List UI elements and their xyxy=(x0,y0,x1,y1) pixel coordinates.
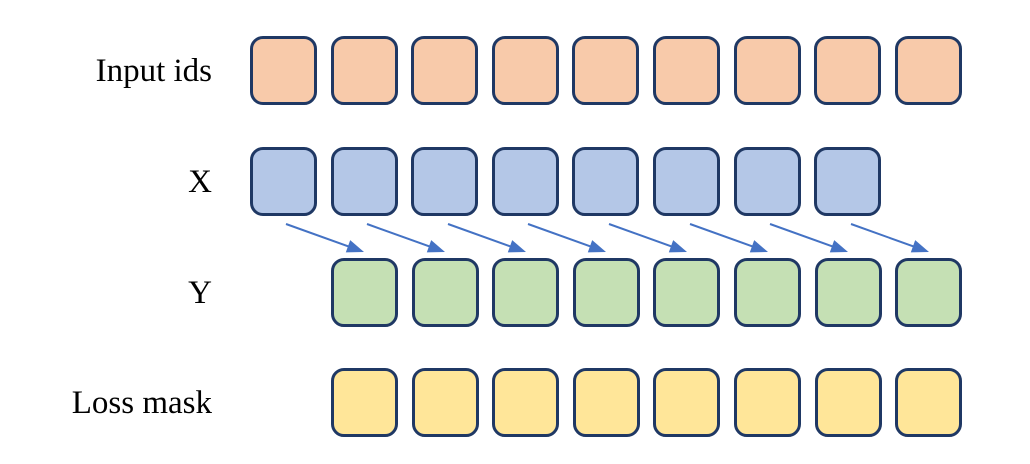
shift-arrow-4 xyxy=(608,223,687,253)
cell-x-2 xyxy=(411,147,478,216)
cell-input-ids-7 xyxy=(814,36,881,105)
arrow-shaft xyxy=(366,223,432,248)
cell-input-ids-6 xyxy=(734,36,801,105)
cell-y-1 xyxy=(412,258,479,327)
arrow-head xyxy=(507,240,526,253)
cell-loss-mask-4 xyxy=(653,368,720,437)
cell-x-6 xyxy=(734,147,801,216)
cell-input-ids-2 xyxy=(411,36,478,105)
cell-x-0 xyxy=(250,147,317,216)
row-label-loss-mask: Loss mask xyxy=(71,385,212,421)
row-label-x: X xyxy=(188,164,212,200)
cell-input-ids-4 xyxy=(572,36,639,105)
cell-x-5 xyxy=(653,147,720,216)
arrow-head xyxy=(668,240,687,253)
shift-arrow-2 xyxy=(447,223,526,253)
arrow-shaft xyxy=(527,223,593,248)
shift-arrow-7 xyxy=(850,223,929,253)
cell-x-7 xyxy=(814,147,881,216)
arrow-shaft xyxy=(689,223,755,248)
cell-y-5 xyxy=(734,258,801,327)
arrow-head xyxy=(426,240,445,253)
row-label-y: Y xyxy=(188,275,212,311)
cell-loss-mask-0 xyxy=(331,368,398,437)
arrow-head xyxy=(829,240,848,253)
cell-input-ids-3 xyxy=(492,36,559,105)
cell-loss-mask-1 xyxy=(412,368,479,437)
cell-y-3 xyxy=(573,258,640,327)
shift-arrow-0 xyxy=(285,223,364,253)
cell-input-ids-5 xyxy=(653,36,720,105)
cell-input-ids-0 xyxy=(250,36,317,105)
arrow-shaft xyxy=(850,223,916,248)
cell-y-0 xyxy=(331,258,398,327)
shift-arrow-5 xyxy=(689,223,768,253)
arrow-head xyxy=(587,240,606,253)
shift-arrow-3 xyxy=(527,223,606,253)
cell-loss-mask-2 xyxy=(492,368,559,437)
cell-input-ids-1 xyxy=(331,36,398,105)
arrow-head xyxy=(345,240,364,253)
arrow-shaft xyxy=(769,223,835,248)
cell-loss-mask-7 xyxy=(895,368,962,437)
cell-input-ids-8 xyxy=(895,36,962,105)
arrow-head xyxy=(749,240,768,253)
cell-y-2 xyxy=(492,258,559,327)
cell-y-7 xyxy=(895,258,962,327)
cell-loss-mask-6 xyxy=(815,368,882,437)
cell-x-3 xyxy=(492,147,559,216)
arrow-shaft xyxy=(608,223,674,248)
cell-x-1 xyxy=(331,147,398,216)
arrow-shaft xyxy=(447,223,513,248)
cell-y-4 xyxy=(653,258,720,327)
row-label-input-ids: Input ids xyxy=(95,53,212,89)
arrow-head xyxy=(910,240,929,253)
cell-loss-mask-3 xyxy=(573,368,640,437)
shift-arrow-6 xyxy=(769,223,848,253)
cell-y-6 xyxy=(815,258,882,327)
shift-arrow-1 xyxy=(366,223,445,253)
arrow-shaft xyxy=(285,223,351,248)
cell-x-4 xyxy=(572,147,639,216)
cell-loss-mask-5 xyxy=(734,368,801,437)
